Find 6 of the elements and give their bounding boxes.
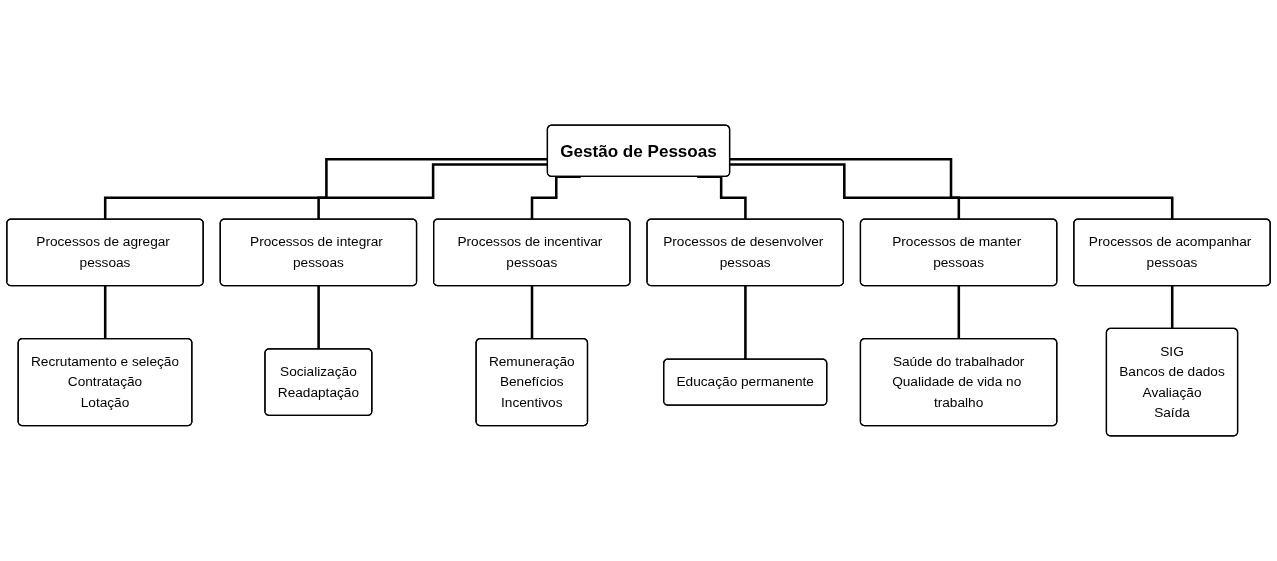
connector	[103, 157, 548, 221]
connector	[730, 157, 1174, 221]
connector	[730, 163, 961, 221]
connector	[744, 284, 747, 361]
connector	[317, 163, 548, 221]
connector	[1170, 284, 1174, 330]
